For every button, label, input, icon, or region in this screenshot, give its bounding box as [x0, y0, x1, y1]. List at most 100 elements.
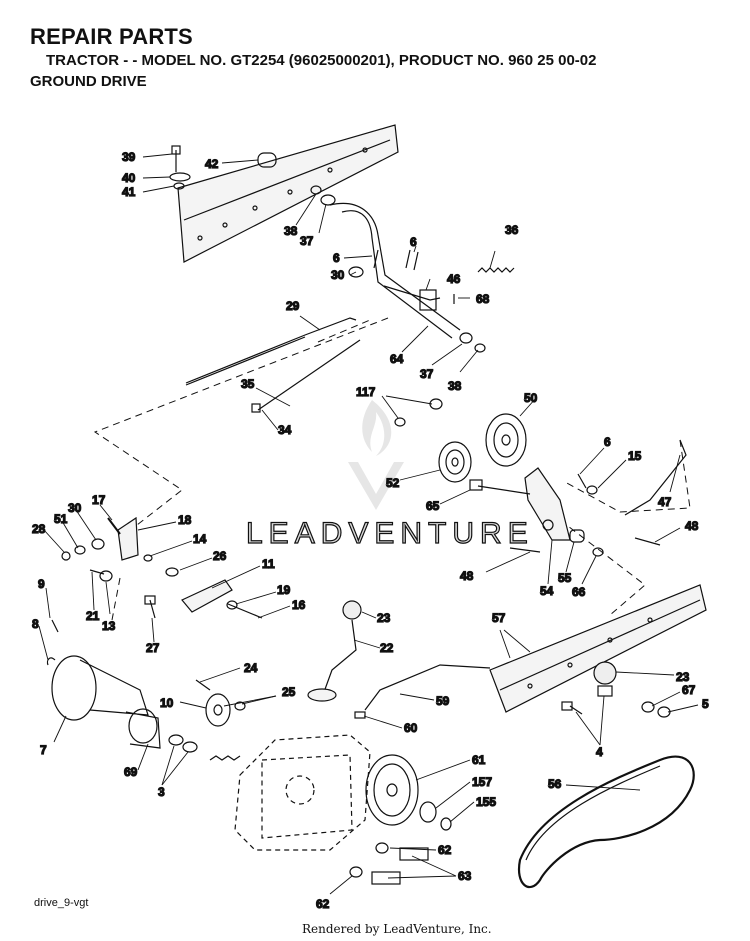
callout-25: 25: [282, 685, 296, 699]
callout-30: 30: [331, 268, 345, 282]
callout-27: 27: [146, 641, 160, 655]
callout-37: 37: [420, 367, 434, 381]
callout-66: 66: [572, 585, 586, 599]
idler-bracket: [469, 467, 661, 557]
callout-24: 24: [244, 661, 258, 675]
callout-69: 69: [124, 765, 138, 779]
callout-62: 62: [438, 843, 452, 857]
callout-16: 16: [292, 598, 306, 612]
transaxle-spline: [209, 755, 241, 761]
callout-6: 6: [333, 251, 340, 265]
frame-rail-top: [177, 124, 399, 263]
rail-bolts: [561, 685, 671, 718]
callout-41: 41: [122, 185, 136, 199]
callout-60: 60: [404, 721, 418, 735]
watermark-text: LEADVENTURE: [246, 517, 534, 550]
callout-17: 17: [92, 493, 106, 507]
drawing-code: drive_9-vgt: [34, 897, 89, 909]
callout-62: 62: [316, 897, 330, 911]
spring-36: [477, 267, 515, 273]
reference-lines: [93, 317, 691, 621]
callout-8: 8: [32, 617, 39, 631]
callout-6: 6: [604, 435, 611, 449]
clip-60: [354, 711, 366, 719]
pedal-shaft: [329, 202, 486, 353]
callout-7: 7: [40, 743, 47, 757]
callout-13: 13: [102, 619, 116, 633]
model-subtitle: TRACTOR - - MODEL NO. GT2254 (9602500020…: [46, 52, 597, 69]
drive-belt: [517, 755, 695, 888]
callout-48: 48: [460, 569, 474, 583]
frame-rail-right: [489, 584, 707, 713]
callout-48: 48: [685, 519, 699, 533]
watermark-flame-icon: [362, 400, 392, 456]
callout-38: 38: [284, 224, 298, 238]
callout-38: 38: [448, 379, 462, 393]
callout-42: 42: [205, 157, 219, 171]
callout-64: 64: [390, 352, 404, 366]
callout-10: 10: [160, 696, 174, 710]
callout-6: 6: [410, 235, 417, 249]
callout-9: 9: [38, 577, 45, 591]
callout-5: 5: [702, 697, 709, 711]
callout-67: 67: [682, 683, 696, 697]
callout-26: 26: [213, 549, 227, 563]
callout-46: 46: [447, 272, 461, 286]
leader-lines: [38, 153, 699, 895]
transaxle: [234, 734, 371, 851]
callout-51: 51: [54, 512, 68, 526]
callout-155: 155: [476, 795, 496, 809]
callout-3: 3: [158, 785, 165, 799]
shift-lever: [307, 600, 617, 702]
callout-40: 40: [122, 171, 136, 185]
watermark: LEADVENTURE: [245, 400, 534, 551]
drive-pulley: [365, 754, 452, 831]
lever-plate: [144, 567, 263, 619]
callout-59: 59: [436, 694, 450, 708]
callout-57: 57: [492, 611, 506, 625]
callout-labels: 39 40 41 42 38 37 36 6 6 30 46 68 29 64 …: [31, 149, 709, 911]
linkage-rod-47: [624, 439, 687, 516]
callout-157: 157: [472, 775, 492, 789]
callout-15: 15: [628, 449, 642, 463]
callout-23: 23: [676, 670, 690, 684]
callout-29: 29: [286, 299, 300, 313]
idler-pulleys: [394, 398, 527, 483]
callout-54: 54: [540, 584, 554, 598]
callout-65: 65: [426, 499, 440, 513]
page-title: REPAIR PARTS: [30, 24, 193, 49]
callout-18: 18: [178, 513, 192, 527]
render-credit: Rendered by LeadVenture, Inc.: [302, 922, 492, 936]
callout-4: 4: [596, 745, 603, 759]
callout-61: 61: [472, 753, 486, 767]
rod-59: [364, 664, 491, 711]
callout-47: 47: [658, 495, 672, 509]
callout-30: 30: [68, 501, 82, 515]
callout-34: 34: [278, 423, 292, 437]
callout-50: 50: [524, 391, 538, 405]
callout-68: 68: [476, 292, 490, 306]
callout-36: 36: [505, 223, 519, 237]
callout-117: 117: [356, 385, 376, 399]
callout-52: 52: [386, 476, 400, 490]
callout-55: 55: [558, 571, 572, 585]
callout-37: 37: [300, 234, 314, 248]
bottom-bolts: [349, 842, 429, 885]
callout-39: 39: [122, 150, 136, 164]
callout-28: 28: [32, 522, 46, 536]
callout-22: 22: [380, 641, 394, 655]
brake-assembly: [168, 679, 246, 753]
callout-11: 11: [262, 557, 275, 571]
control-rods: [185, 317, 361, 413]
axle-hub: [46, 619, 161, 749]
section-title: GROUND DRIVE: [30, 73, 147, 90]
callout-19: 19: [277, 583, 291, 597]
callout-21: 21: [86, 609, 100, 623]
callout-63: 63: [458, 869, 472, 883]
callout-35: 35: [241, 377, 255, 391]
callout-14: 14: [193, 532, 207, 546]
pedal-bracket: [61, 516, 153, 582]
callout-23: 23: [377, 611, 391, 625]
callout-56: 56: [548, 777, 562, 791]
